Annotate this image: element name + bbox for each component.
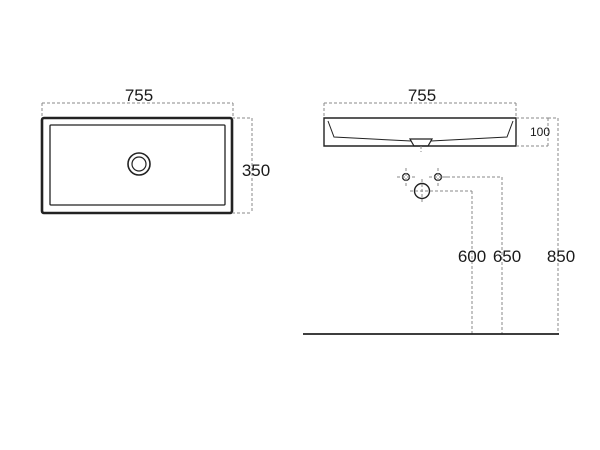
side-width-dimension: 755 [323, 86, 517, 118]
height-850-label: 850 [547, 247, 575, 266]
top-depth-label: 350 [242, 161, 270, 180]
side-height-label: 100 [530, 125, 550, 139]
wall-connections [397, 168, 447, 203]
drain-inner-ring [131, 156, 147, 172]
top-width-dimension: 755 [41, 86, 234, 118]
basin-outer-rim [40, 116, 234, 215]
waste-outlet [413, 182, 431, 200]
drain-outer-ring [127, 152, 151, 176]
basin-inner-bowl [49, 124, 226, 206]
height-dimensions: 600 650 850 [430, 117, 575, 334]
height-650-label: 650 [493, 247, 521, 266]
side-height-dimension: 100 [516, 117, 550, 147]
top-view: 755 350 [40, 86, 270, 215]
top-width-label: 755 [125, 86, 153, 105]
basin-inner-slope [327, 120, 514, 142]
side-view: 755 100 600 [303, 86, 575, 335]
height-600-label: 600 [458, 247, 486, 266]
basin-side-profile [323, 117, 517, 147]
basin-drain-side [408, 138, 434, 147]
top-depth-dimension: 350 [232, 117, 270, 214]
side-width-label: 755 [408, 86, 436, 105]
